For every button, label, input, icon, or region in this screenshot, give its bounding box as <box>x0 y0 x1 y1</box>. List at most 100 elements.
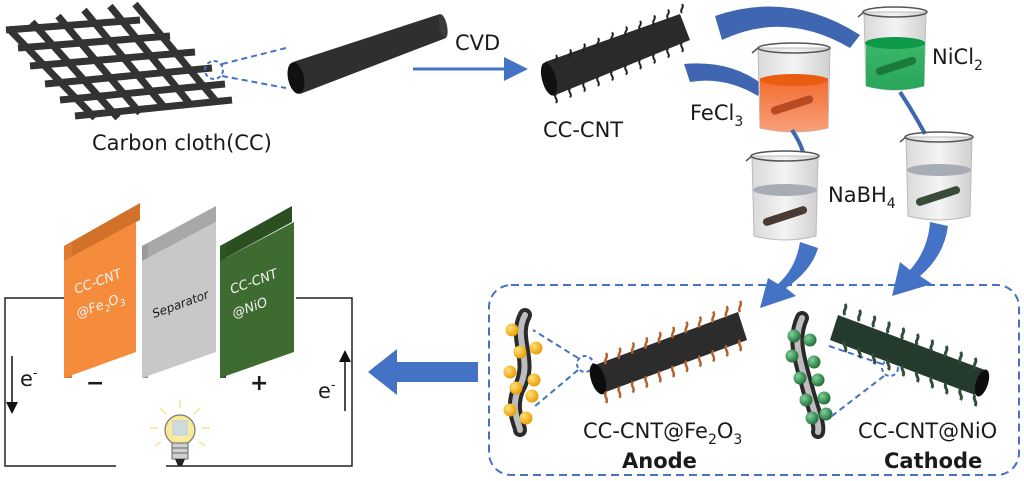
nanoparticle <box>787 329 801 343</box>
cnt-hair <box>630 380 635 394</box>
anode-tube-illustration <box>589 300 747 404</box>
nicl2-beaker <box>857 6 928 91</box>
zoom-line-top <box>221 47 287 65</box>
cnt-hair <box>670 326 676 339</box>
cnt-hair <box>697 315 702 329</box>
nanoparticle <box>817 391 831 405</box>
carbon-cloth-label: Carbon cloth(CC) <box>92 131 272 155</box>
nanoparticle <box>793 371 807 385</box>
cathode-formula: CC-CNT@NiO <box>858 419 997 443</box>
cnt-hair <box>680 3 684 14</box>
cnt-hair <box>724 344 729 357</box>
nanoparticle <box>519 411 533 425</box>
cnt-hair <box>657 370 662 383</box>
nanoparticle <box>513 345 527 359</box>
cnt-hair <box>737 339 743 352</box>
cnt-hair <box>929 339 935 352</box>
cathode-zoom-line-bottom <box>827 375 885 420</box>
cc-cnt-illustration <box>540 3 690 104</box>
cnt-hair <box>684 321 689 334</box>
nanoparticle <box>785 349 799 363</box>
cathode-role: Cathode <box>884 449 982 473</box>
cnt-hair <box>737 300 743 313</box>
cnt-hair <box>610 31 614 42</box>
electron-right-label: e- <box>318 378 336 403</box>
zoom-circle-cloth <box>204 60 224 80</box>
cnt-hair <box>871 352 877 365</box>
nanoparticle <box>509 381 523 395</box>
cnt-hair <box>596 76 600 87</box>
fecl3-label: FeCl3 <box>690 101 743 130</box>
cnt-hair <box>972 394 978 407</box>
cnt-hair <box>972 357 978 370</box>
fecl3-beaker <box>751 42 831 133</box>
cnt-hair <box>582 82 586 93</box>
carbon-cloth-illustration <box>5 1 233 121</box>
cnt-hair <box>914 333 920 346</box>
cnt-hair <box>554 54 558 65</box>
cnt-hair <box>929 376 935 389</box>
nanoparticle <box>811 373 825 387</box>
anode-zoom-line-top <box>532 329 579 359</box>
nanoparticle <box>803 333 817 347</box>
cnt-hair <box>666 9 670 20</box>
cathode-plate: CC-CNT @NiO <box>220 206 294 378</box>
cnt-hair <box>684 360 689 373</box>
cnt-hair <box>842 303 848 316</box>
cnt-hair <box>638 59 642 70</box>
cnt-hair <box>657 331 662 344</box>
cnt-hair <box>638 20 642 31</box>
cnt-hair <box>617 347 622 360</box>
nanoparticle <box>505 323 519 337</box>
positive-terminal-sign: + <box>250 371 268 396</box>
nicl2-to-nabh4-connector <box>898 90 927 135</box>
nabh4-beaker-ni <box>899 131 974 221</box>
cnt-hair <box>885 358 891 371</box>
light-bulb-icon <box>150 400 210 466</box>
carbon-fiber-illustration <box>287 14 448 94</box>
cnt-hair <box>958 388 963 401</box>
cnt-hair <box>943 345 949 358</box>
products-box <box>488 284 1020 476</box>
electron-left-label: e- <box>20 366 38 391</box>
nanoparticle <box>503 365 517 379</box>
separator-plate: Separator <box>142 206 216 378</box>
cnt-hair <box>680 42 684 53</box>
cnt-hair <box>914 370 920 383</box>
cnt-hair <box>885 321 891 334</box>
anode-role: Anode <box>622 449 697 473</box>
cnt-hair <box>582 43 586 54</box>
nabh4-beaker-fe <box>745 150 820 241</box>
fe2o3-coated-cnt-zoom <box>503 308 543 437</box>
arrow-to-anode <box>760 242 818 308</box>
cnt-hair <box>603 391 609 404</box>
nanoparticle <box>807 355 821 369</box>
cnt-hair <box>603 352 609 365</box>
cnt-hair <box>857 309 862 322</box>
nanoparticle <box>805 411 819 425</box>
nanoparticle <box>527 373 541 387</box>
cnt-hair <box>624 26 628 37</box>
cnt-hair <box>610 70 614 81</box>
cnt-hair <box>871 315 877 328</box>
anode-formula: CC-CNT@Fe2O3 <box>583 419 742 448</box>
cnt-hair <box>617 386 622 399</box>
cnt-hair <box>666 48 670 59</box>
cnt-hair <box>711 310 716 324</box>
nanoparticle <box>819 407 833 421</box>
cnt-hair <box>568 48 572 59</box>
cnt-hair <box>697 354 702 368</box>
nio-coated-cnt-zoom <box>785 311 833 439</box>
cnt-hair <box>900 327 906 340</box>
nanoparticle <box>529 341 543 355</box>
nabh4-label: NaBH4 <box>828 183 896 212</box>
cnt-hair <box>943 382 949 395</box>
cc-cnt-label: CC-CNT <box>543 118 623 142</box>
arc-arrow-to-nicl2 <box>715 6 860 48</box>
fecl3-to-nabh4-connector <box>790 128 805 153</box>
arc-arrow-to-fecl3 <box>684 63 762 96</box>
nanoparticle <box>799 393 813 407</box>
cnt-hair <box>630 341 635 355</box>
nicl2-label: NiCl2 <box>932 45 983 74</box>
